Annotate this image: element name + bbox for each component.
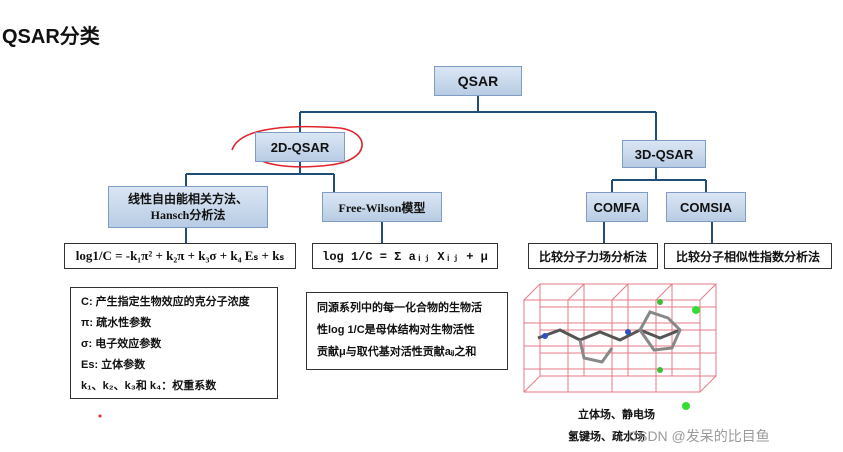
field-label-line1: 立体场、静电场 <box>578 409 655 421</box>
param-c: C: 产生指定生物效应的克分子浓度 <box>81 296 250 308</box>
fw-desc-line3: 贡献μ与取代基对活性贡献aᵢⱼ之和 <box>317 346 477 358</box>
2d-qsar-node: 2D-QSAR <box>255 132 345 162</box>
comfa-description: 比较分子力场分析法 <box>528 243 658 269</box>
field-label-line2: 氢键场、疏水场 <box>568 431 645 443</box>
param-sigma: σ: 电子效应参数 <box>81 338 162 350</box>
3d-qsar-node: 3D-QSAR <box>622 140 706 168</box>
molecule-icon <box>537 310 682 364</box>
field-marker-green-bottom <box>682 402 690 410</box>
fw-desc-line2: 性log 1/C是母体结构对生物活性 <box>317 324 475 336</box>
hansch-line1: 线性自由能相关方法、 <box>127 192 248 206</box>
hansch-parameter-panel: C: 产生指定生物效应的克分子浓度 π: 疏水性参数 σ: 电子效应参数 Es:… <box>70 287 278 399</box>
param-es: Es: 立体参数 <box>81 359 146 371</box>
hansch-formula: log1/C = -k₁π² + k₂π + k₃σ + k₄ Eₛ + kₛ <box>64 243 296 269</box>
free-wilson-formula: log 1/C = Σ aᵢⱼ Xᵢⱼ + μ <box>312 243 498 269</box>
param-pi: π: 疏水性参数 <box>81 317 152 329</box>
watermark: CSDN @发呆的比目鱼 <box>628 428 770 444</box>
param-k: k₁、k₂、k₃和 k₄：权重系数 <box>81 380 217 392</box>
free-wilson-node: Free-Wilson模型 <box>322 192 442 222</box>
hansch-node: 线性自由能相关方法、 Hansch分析法 <box>108 186 268 228</box>
fw-desc-line1: 同源系列中的每一化合物的生物活 <box>317 302 482 314</box>
page-title: QSAR分类 <box>2 26 100 48</box>
comsia-description: 比较分子相似性指数分析法 <box>664 243 832 269</box>
free-wilson-description-panel: 同源系列中的每一化合物的生物活 性log 1/C是母体结构对生物活性 贡献μ与取… <box>306 292 508 370</box>
hansch-line2: Hansch分析法 <box>150 208 226 222</box>
field-marker-green-top <box>692 306 700 314</box>
comfa-node: COMFA <box>586 192 648 222</box>
comsia-node: COMSIA <box>666 192 746 222</box>
qsar-root-node: QSAR <box>434 66 522 96</box>
